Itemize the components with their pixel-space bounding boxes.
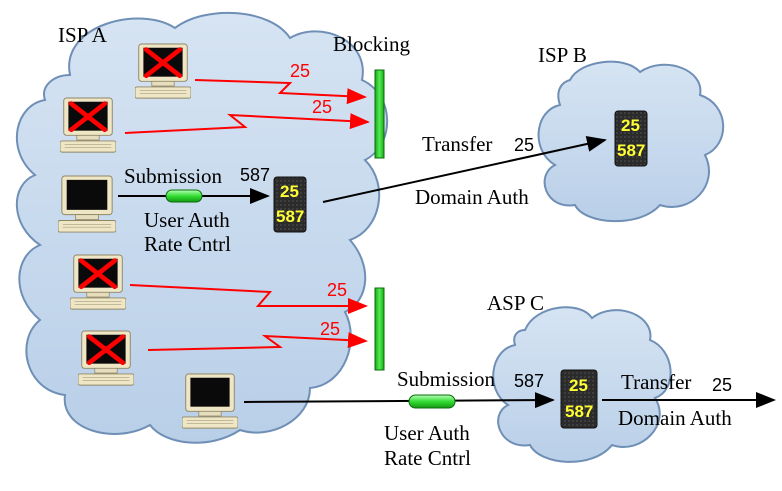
asp-c-label: ASP C	[487, 291, 544, 315]
blocked-port-label-1: 25	[290, 61, 310, 81]
isp-a-submission-tunnel	[165, 189, 203, 203]
blocked-arrow-1	[194, 79, 367, 105]
blocked-arrow-4	[147, 332, 368, 351]
transfer-label-out: Transfer	[621, 370, 691, 394]
asp-c-submission-port: 587	[514, 371, 544, 391]
asp-c-submission-arrow	[243, 392, 555, 409]
asp-c-mail-server: 25 587	[560, 369, 598, 429]
isp-a-submission-port: 587	[240, 165, 270, 185]
infected-computer-4	[78, 330, 134, 386]
user-computer-to-asp-c	[182, 373, 238, 429]
svg-text:25: 25	[280, 182, 299, 201]
isp-b-mail-server: 25 587	[614, 110, 648, 167]
block-bar-bottom	[374, 287, 385, 371]
svg-text:25: 25	[569, 376, 588, 395]
svg-text:587: 587	[565, 402, 593, 421]
domain-auth-out: Domain Auth	[618, 406, 732, 430]
isp-b-label: ISP B	[538, 43, 587, 67]
isp-a-mail-server: 25 587	[273, 176, 307, 233]
transfer-label-isp-b: Transfer	[422, 132, 492, 156]
block-bar-top	[374, 69, 385, 159]
blocked-arrow-3	[129, 284, 368, 314]
isp-a-label: ISP A	[58, 23, 108, 47]
isp-a-user-auth: User Auth	[144, 208, 230, 232]
user-computer-isp-a	[58, 175, 116, 233]
isp-a-rate-control: Rate Cntrl	[144, 232, 231, 256]
infected-computer-1	[135, 43, 191, 99]
blocked-port-label-3: 25	[327, 280, 347, 300]
blocked-arrow-2	[124, 113, 370, 134]
svg-text:25: 25	[621, 116, 640, 135]
transfer-port-isp-b: 25	[514, 135, 534, 155]
blocked-port-label-4: 25	[320, 319, 340, 339]
transfer-port-out: 25	[712, 375, 732, 395]
infected-computer-3	[70, 254, 126, 310]
domain-auth-isp-b: Domain Auth	[415, 185, 529, 209]
transfer-arrow-isp-b	[322, 136, 607, 203]
asp-c-user-auth: User Auth	[384, 421, 470, 445]
asp-c-submission-label: Submission	[397, 367, 496, 391]
blocked-port-label-2: 25	[312, 97, 332, 117]
asp-c-submission-tunnel	[408, 394, 456, 409]
isp-a-submission-label: Submission	[124, 164, 223, 188]
asp-c-rate-control: Rate Cntrl	[384, 446, 471, 470]
svg-text:587: 587	[276, 207, 304, 226]
infected-computer-2	[60, 97, 116, 153]
svg-text:587: 587	[617, 141, 645, 160]
blocking-label: Blocking	[333, 32, 410, 56]
